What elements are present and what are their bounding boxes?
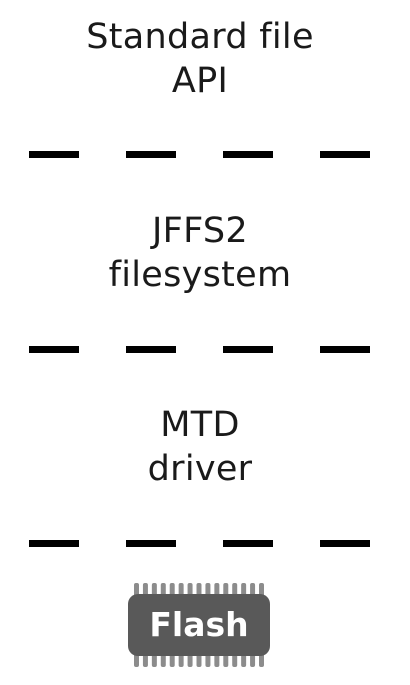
layer-label-line: JFFS2 xyxy=(152,211,248,251)
layer-label-api: Standard file API xyxy=(0,15,400,103)
divider-dash xyxy=(126,540,176,547)
layer-divider xyxy=(29,346,374,353)
layer-label-line: Standard file xyxy=(86,17,314,57)
divider-dash xyxy=(126,151,176,158)
layer-label-line: MTD xyxy=(160,405,240,445)
layer-label-mtd: MTD driver xyxy=(0,403,400,491)
layer-label-jffs2: JFFS2 filesystem xyxy=(0,209,400,297)
divider-dash xyxy=(223,540,273,547)
flash-chip-icon: Flash xyxy=(128,580,270,670)
layer-divider xyxy=(29,540,374,547)
layer-label-line: filesystem xyxy=(108,255,292,295)
divider-dash xyxy=(320,151,370,158)
layer-label-line: API xyxy=(171,61,229,101)
layer-divider xyxy=(29,151,374,158)
divider-dash xyxy=(320,540,370,547)
divider-dash xyxy=(320,346,370,353)
divider-dash xyxy=(223,151,273,158)
chip-graphic xyxy=(128,583,270,667)
divider-dash xyxy=(29,540,79,547)
layer-label-line: driver xyxy=(147,449,253,489)
flash-chip-label: Flash xyxy=(149,605,249,644)
divider-dash xyxy=(29,346,79,353)
divider-dash xyxy=(29,151,79,158)
chip-body xyxy=(128,594,270,656)
divider-dash xyxy=(126,346,176,353)
divider-dash xyxy=(223,346,273,353)
